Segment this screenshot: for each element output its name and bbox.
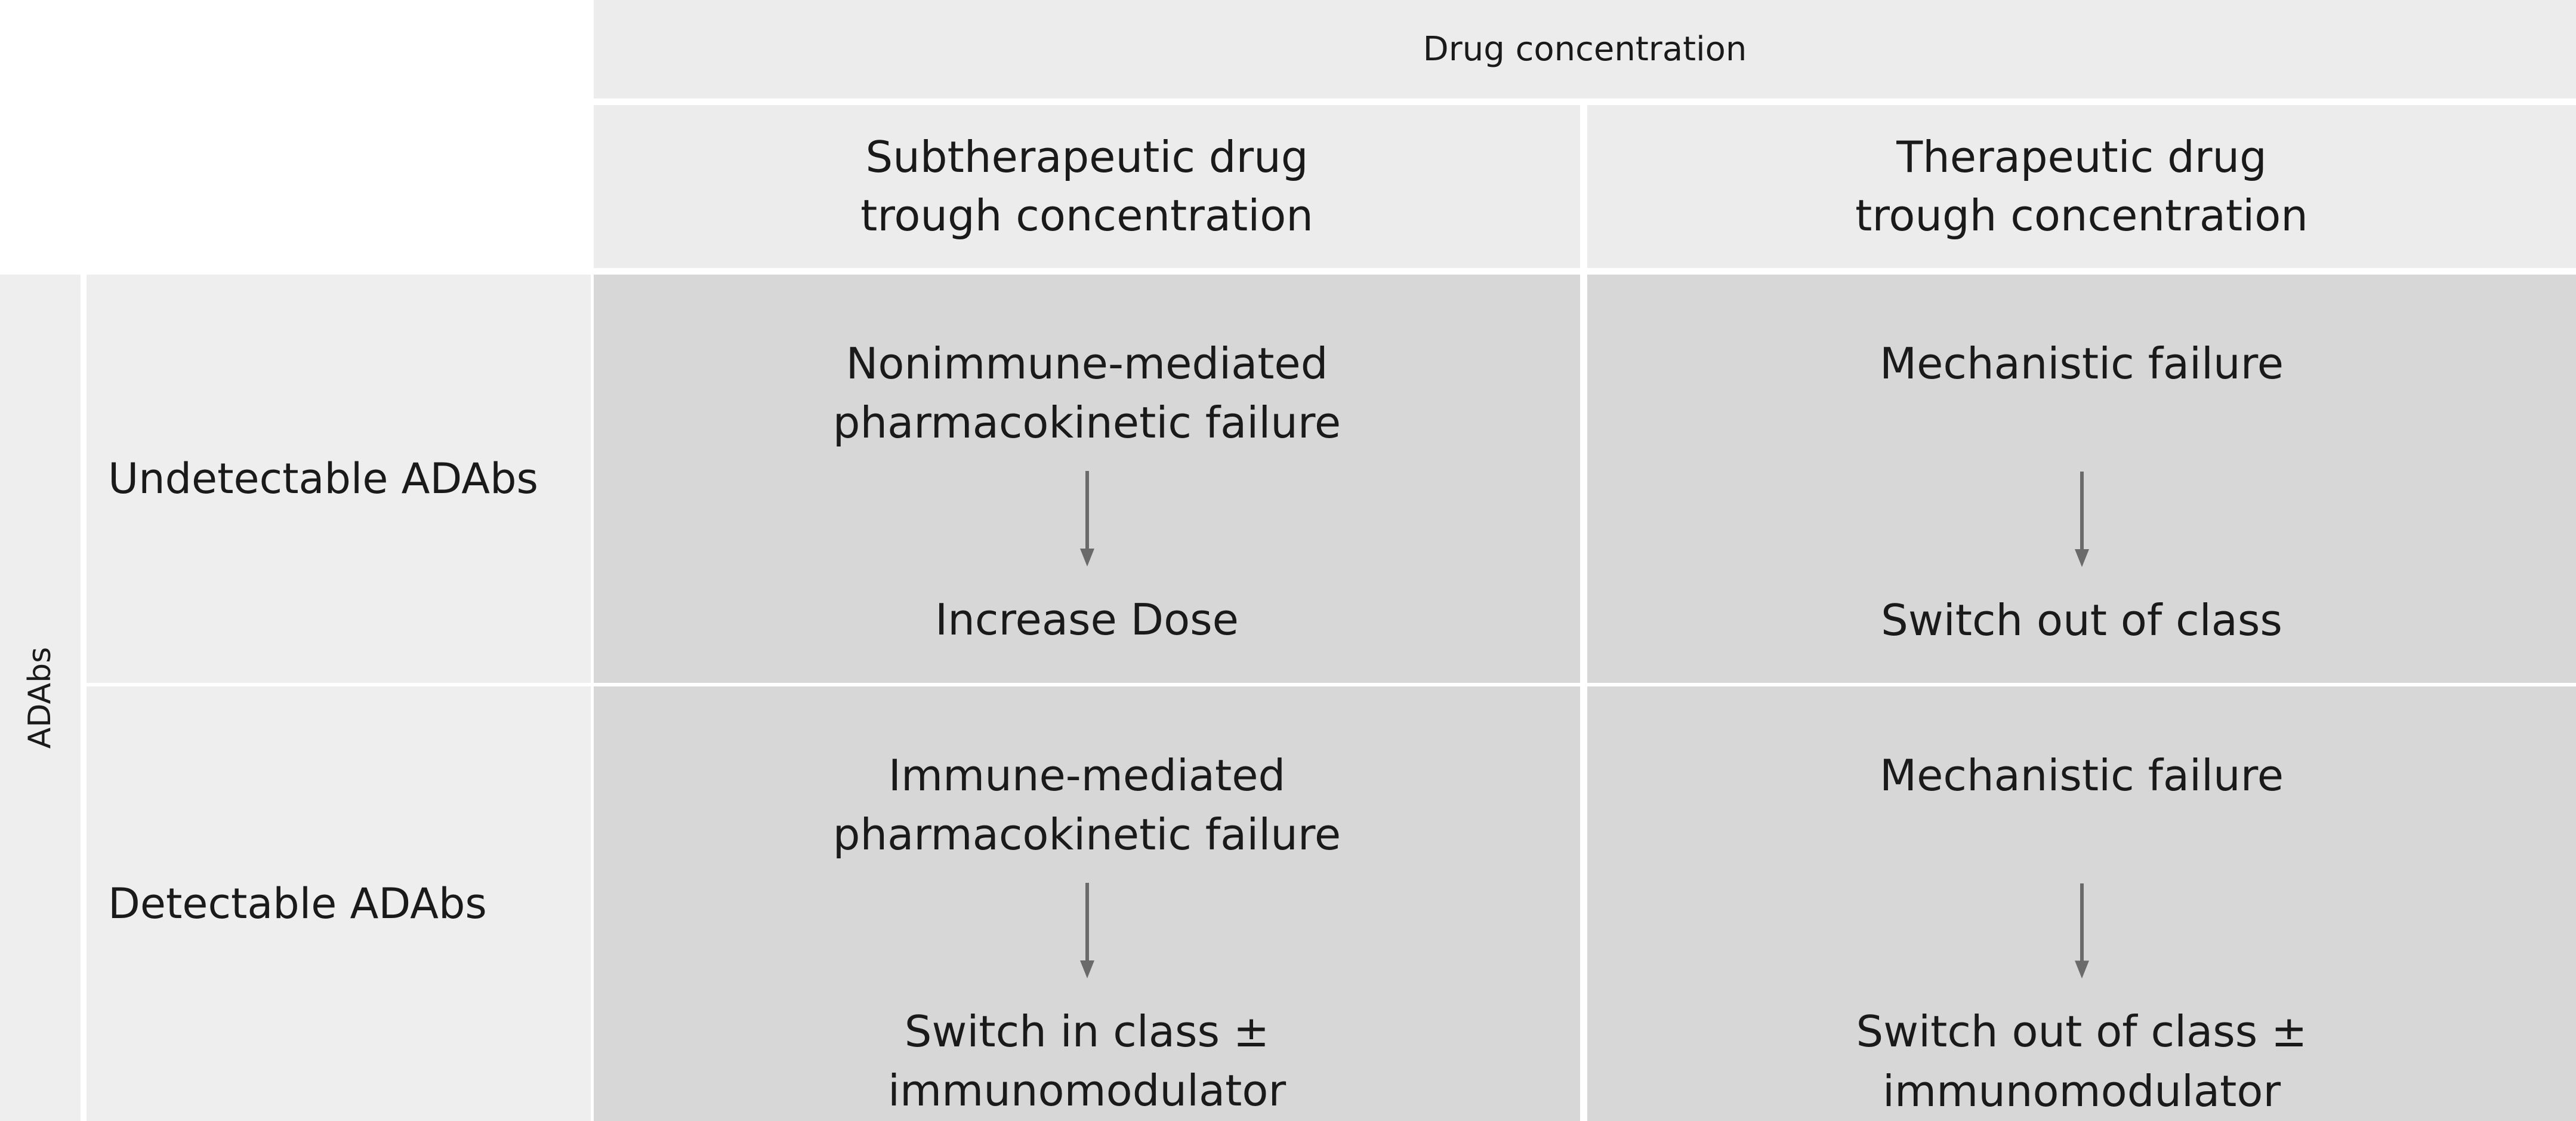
drug-concentration-label: Drug concentration (1423, 30, 1747, 69)
column-header-therapeutic-label: Therapeutic drug trough concentration (1855, 132, 2308, 241)
drug-concentration-header: Drug concentration (594, 0, 2576, 98)
cell-undetectable-therapeutic: Mechanistic failure Switch out of class (1587, 275, 2576, 683)
cell-finding: Mechanistic failure (1879, 338, 2284, 389)
cell-finding: Mechanistic failure (1879, 750, 2284, 800)
column-header-subtherapeutic-label: Subtherapeutic drug trough concentration (860, 132, 1313, 241)
adabs-side-strip: ADAbs (0, 275, 81, 1121)
down-arrow-icon (1079, 470, 1094, 566)
down-arrow-icon (2074, 883, 2089, 979)
row-label-undetectable: Undetectable ADAbs (87, 275, 591, 683)
cell-recommendation: Switch in class ± immunomodulator (887, 1006, 1287, 1116)
column-header-therapeutic: Therapeutic drug trough concentration (1587, 105, 2576, 268)
column-header-subtherapeutic: Subtherapeutic drug trough concentration (594, 105, 1580, 268)
down-arrow-icon (1079, 882, 1094, 978)
cell-finding: Immune-mediated pharmacokinetic failure (832, 750, 1341, 860)
row-label-detectable: Detectable ADAbs (87, 686, 591, 1121)
adabs-side-label: ADAbs (22, 646, 58, 749)
cell-recommendation: Increase Dose (935, 594, 1239, 645)
cell-finding: Nonimmune-mediated pharmacokinetic failu… (832, 338, 1341, 448)
cell-detectable-therapeutic: Mechanistic failure Switch out of class … (1587, 686, 2576, 1121)
row-label-undetectable-text: Undetectable ADAbs (108, 454, 538, 503)
cell-undetectable-subtherapeutic: Nonimmune-mediated pharmacokinetic failu… (594, 275, 1580, 683)
cell-recommendation: Switch out of class (1881, 595, 2282, 645)
down-arrow-icon (2074, 472, 2089, 567)
cell-recommendation: Switch out of class ± immunomodulator (1856, 1006, 2307, 1116)
row-label-detectable-text: Detectable ADAbs (108, 879, 487, 928)
cell-detectable-subtherapeutic: Immune-mediated pharmacokinetic failure … (594, 686, 1580, 1121)
